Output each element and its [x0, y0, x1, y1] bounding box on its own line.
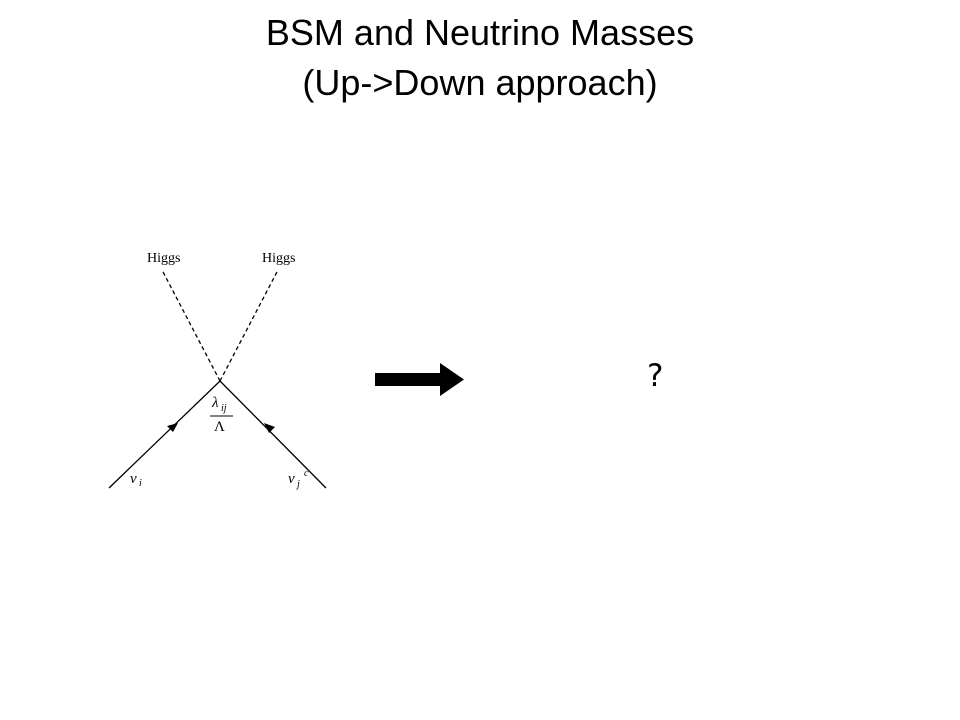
neutrino-label-left: ν [130, 471, 137, 487]
neutrino-label-right-sub: j [295, 479, 300, 490]
higgs-label-left: Higgs [147, 251, 180, 266]
neutrino-line-left [108, 380, 221, 489]
right-arrow-icon [375, 363, 464, 396]
coupling-lambda: λ [211, 395, 219, 411]
title-line-2: (Up->Down approach) [302, 62, 658, 103]
fermion-arrow-right-icon [264, 423, 275, 433]
weinberg-operator-diagram: Higgs Higgs λ ij Λ ν i ν j c [108, 251, 327, 490]
fermion-arrow-left-icon [167, 423, 178, 432]
slide-title: BSM and Neutrino Masses (Up->Down approa… [0, 8, 960, 108]
higgs-line-right [219, 269, 279, 382]
higgs-line-left [161, 269, 221, 382]
coupling-denominator: Λ [214, 419, 225, 435]
title-line-1: BSM and Neutrino Masses [265, 12, 695, 53]
neutrino-label-right-sup: c [304, 468, 309, 479]
unknown-result: ? [647, 358, 664, 394]
higgs-label-right: Higgs [262, 251, 295, 266]
neutrino-line-right [219, 380, 327, 489]
coupling-subscript: ij [221, 403, 227, 414]
neutrino-label-right: ν [288, 471, 295, 487]
neutrino-label-left-sub: i [139, 478, 142, 489]
